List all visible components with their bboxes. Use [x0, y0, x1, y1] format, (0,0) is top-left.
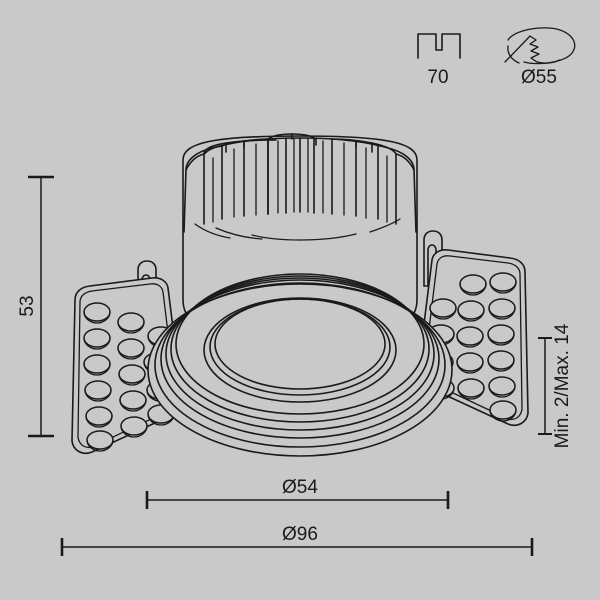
inner-reflector: [203, 297, 397, 403]
height-dimension: 53: [17, 175, 54, 438]
cutout-depth-icon: 70: [417, 33, 461, 88]
height-dimension-label: 53: [17, 295, 38, 316]
cutout-depth-label: 70: [427, 67, 448, 88]
ceiling-thickness-dimension: Min. 2/Max. 14: [538, 323, 573, 448]
ceiling-thickness-label: Min. 2/Max. 14: [552, 323, 573, 448]
inner-diameter-dimension: Ø54: [145, 477, 450, 509]
outer-diameter-dimension: Ø96: [60, 524, 534, 556]
outer-diameter-label: Ø96: [282, 524, 318, 545]
finned-heatsink: [183, 133, 417, 241]
cutout-diameter-label: Ø55: [521, 67, 557, 88]
inner-diameter-label: Ø54: [282, 477, 318, 498]
cutout-diameter-icon: Ø55: [504, 27, 576, 88]
